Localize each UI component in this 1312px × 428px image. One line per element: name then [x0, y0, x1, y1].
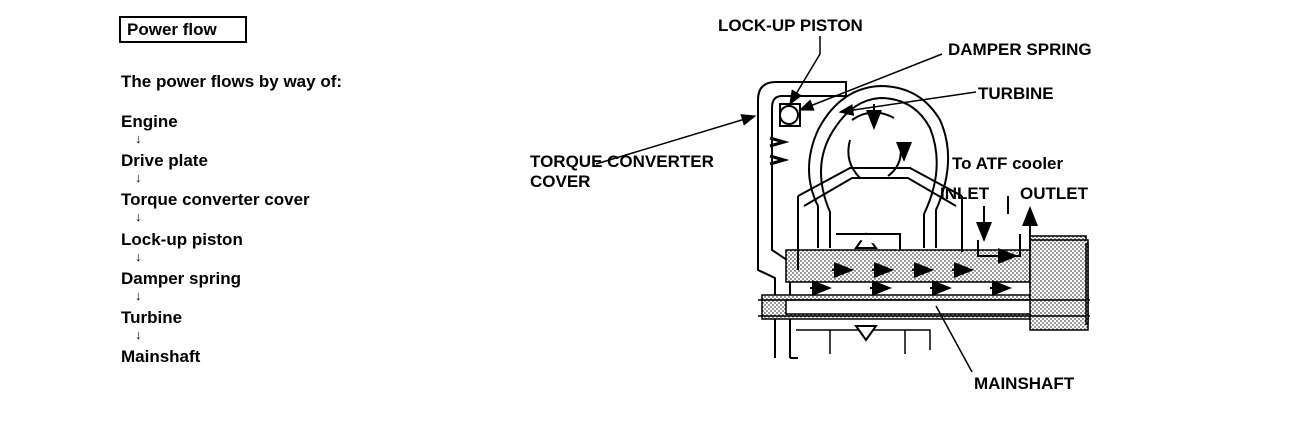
flow-step-label: Torque converter cover	[121, 190, 310, 210]
flow-step-label: Drive plate	[121, 151, 208, 171]
flow-step-label: Damper spring	[121, 268, 241, 288]
label-torque-converter-cover-line2: COVER	[530, 172, 591, 191]
down-arrow-icon: ↓	[135, 326, 142, 342]
damper-spring-assembly	[769, 103, 801, 166]
flow-step-label: Engine	[121, 112, 178, 131]
label-damper-spring: DAMPER SPRING	[948, 40, 1092, 59]
label-to-atf-cooler: To ATF cooler	[952, 154, 1064, 173]
torque-converter-drawing	[595, 36, 1090, 373]
converter-housing	[757, 81, 847, 359]
label-outlet: OUTLET	[1020, 184, 1088, 203]
down-arrow-icon: ↓	[135, 248, 142, 264]
flow-step-label: Mainshaft	[121, 347, 201, 367]
mainshaft-body	[758, 239, 1090, 354]
down-arrow-icon: ↓	[135, 209, 142, 225]
label-turbine: TURBINE	[978, 84, 1054, 103]
power-flow-title: Power flow	[119, 16, 247, 43]
flow-step-label: Lock-up piston	[121, 229, 243, 249]
label-inlet: INLET	[940, 184, 990, 203]
pump-indicators	[836, 232, 901, 342]
flow-step-label: Turbine	[121, 307, 183, 327]
label-torque-converter-cover-line1: TORQUE CONVERTER	[530, 152, 714, 171]
power-flow-panel: Power flow The power flows by way of: En…	[0, 0, 520, 428]
label-lockup-piston: LOCK-UP PISTON	[718, 16, 863, 35]
label-mainshaft: MAINSHAFT	[974, 374, 1075, 393]
shaft-extension	[1085, 243, 1089, 325]
leader-lines	[595, 36, 977, 373]
fluid-flow-arrows	[810, 248, 1018, 296]
down-arrow-icon: ↓	[135, 287, 142, 303]
atf-cooler-lines	[976, 196, 1038, 257]
power-flow-intro: The power flows by way of:	[121, 72, 343, 91]
down-arrow-icon: ↓	[135, 131, 142, 146]
down-arrow-icon: ↓	[135, 170, 142, 186]
torque-converter-diagram: LOCK-UP PISTON DAMPER SPRING TURBINE TOR…	[500, 0, 1312, 428]
turbine-wheel	[797, 84, 963, 270]
